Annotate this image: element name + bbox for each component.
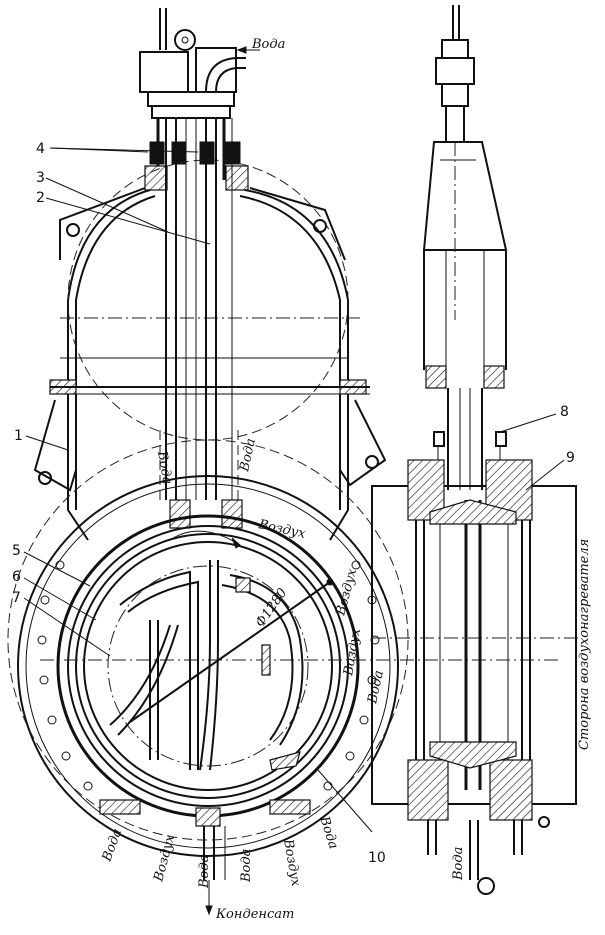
- label-air-bottom-right: Воздух: [280, 837, 303, 888]
- stems: [159, 118, 243, 529]
- label-water-right-inner: Вода: [237, 437, 259, 474]
- callout-10: 10: [368, 850, 386, 866]
- label-water-bottom-2: Вода: [239, 849, 254, 883]
- label-water-bottom-1: Вода: [197, 855, 212, 889]
- label-water-bottom-right: Вода: [316, 814, 341, 851]
- label-water-right-ring: Вода: [365, 669, 387, 706]
- callout-5: 5: [12, 543, 21, 559]
- label-water-bottom-left: Вода: [99, 827, 125, 864]
- callout-4: 4: [36, 141, 45, 157]
- callout-7: 7: [12, 590, 21, 606]
- label-water-top: Вода: [251, 37, 285, 52]
- label-heater-side: Сторона воздухонагревателя: [577, 539, 592, 750]
- callout-numbers: 1 2 3 4 5 6 7 8 9 10: [12, 141, 575, 866]
- upper-housing: [33, 159, 387, 541]
- callout-1: 1: [14, 428, 23, 444]
- callout-8: 8: [560, 404, 569, 420]
- leader-lines: [23, 147, 373, 833]
- label-water-left-inner: Вода: [154, 449, 175, 485]
- top-fittings: [139, 8, 260, 180]
- callout-6: 6: [12, 569, 21, 585]
- side-view: [371, 5, 580, 895]
- label-water-side-view: Вода: [451, 847, 466, 881]
- lower-body: [7, 439, 560, 916]
- callout-9: 9: [566, 450, 575, 466]
- callout-2: 2: [36, 190, 45, 206]
- front-view: [7, 8, 560, 916]
- callout-3: 3: [36, 170, 45, 186]
- label-condensate: Конденсат: [215, 907, 294, 922]
